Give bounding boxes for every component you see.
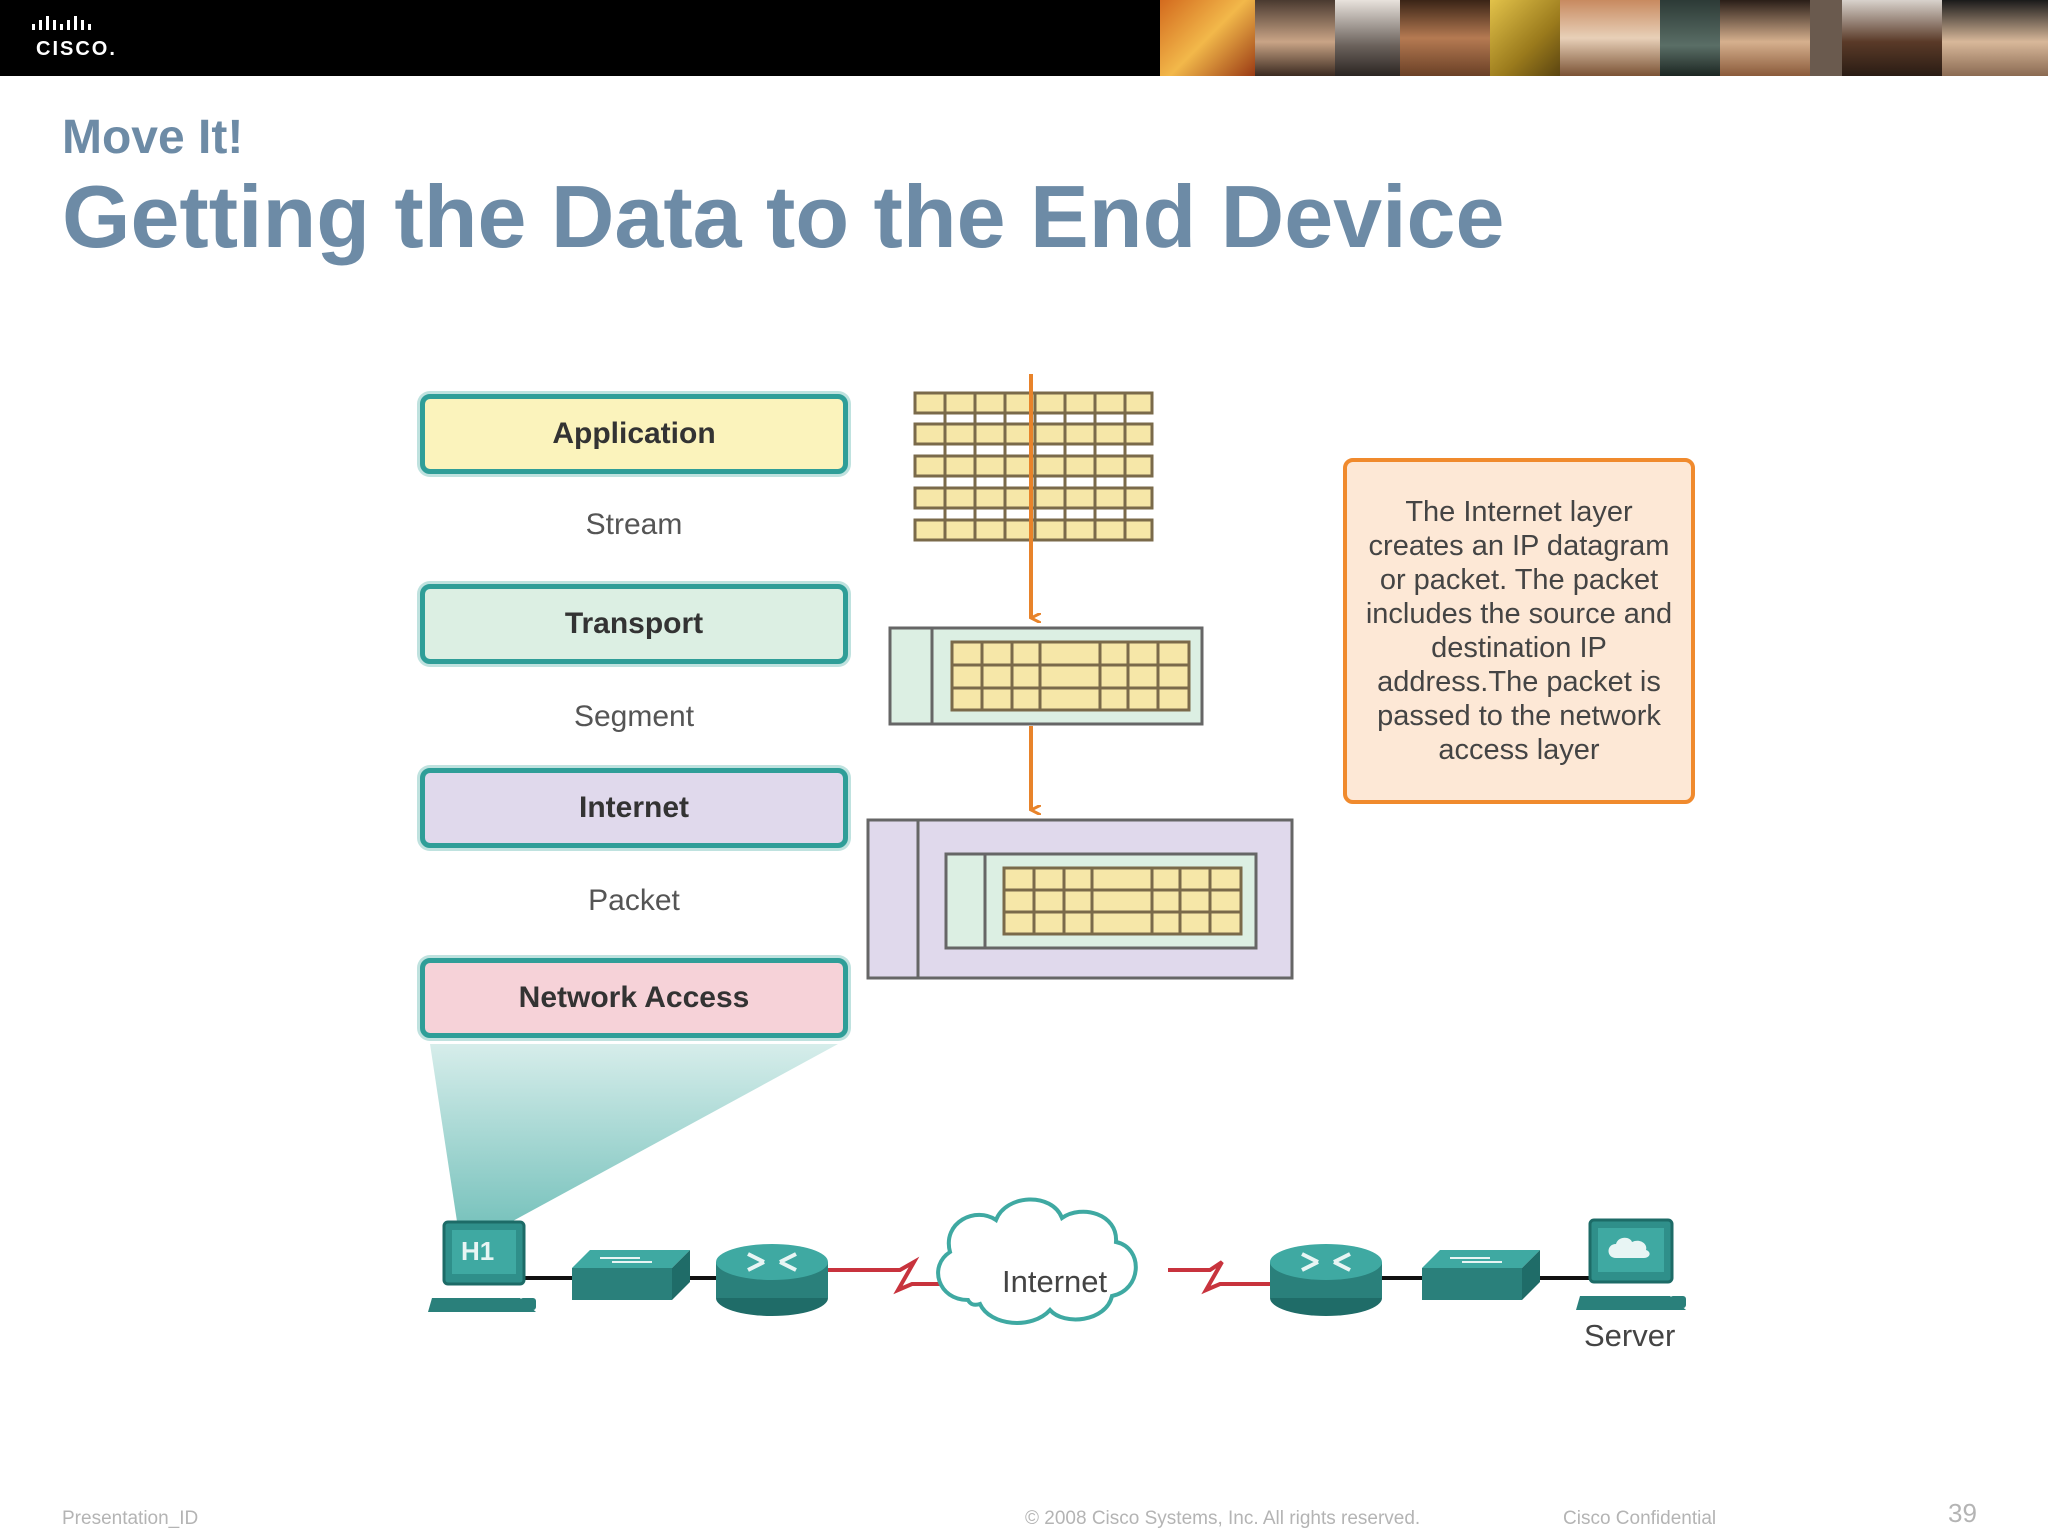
layer-internet: Internet: [420, 768, 848, 848]
callout-text: The Internet layer creates an IP datagra…: [1365, 496, 1673, 766]
page-number: 39: [1948, 1498, 1977, 1528]
photo-tile: [1810, 0, 1842, 76]
wan-link-right: [1168, 1260, 1270, 1295]
cisco-logo: [32, 16, 91, 30]
slide-title: Getting the Data to the End Device: [62, 167, 1505, 266]
switch-left-icon: [572, 1250, 690, 1300]
network-access-beam: [430, 1044, 838, 1228]
photo-tile: [1160, 0, 1255, 76]
photo-tile: [1335, 0, 1400, 76]
pdu-label-segment: Segment: [573, 700, 695, 733]
pdu-label-packet: Packet: [588, 884, 680, 917]
photo-tile: [1560, 0, 1660, 76]
host-h1-label: H1: [461, 1236, 495, 1266]
internet-cloud-icon: [936, 1197, 1138, 1325]
server-label: Server: [1584, 1318, 1676, 1353]
slide-kicker: Move It!: [62, 111, 244, 164]
callout-internet-layer: The Internet layer creates an IP datagra…: [1343, 458, 1695, 804]
packet-block: [866, 818, 1294, 980]
internet-cloud-label: Internet: [1002, 1264, 1108, 1299]
layer-network-access: Network Access: [420, 958, 848, 1038]
segment-block: [888, 626, 1204, 726]
layer-application: Application: [420, 394, 848, 474]
router-right-icon: [1270, 1244, 1382, 1316]
host-h1-icon: [428, 1220, 536, 1312]
pdu-label-stream: Stream: [585, 508, 683, 541]
cisco-wordmark: CISCO.: [36, 38, 117, 60]
header-bar: CISCO.: [0, 0, 2048, 76]
photo-tile: [1942, 0, 2048, 76]
data-stream-dividers: [943, 393, 1127, 540]
footer-confidential: Cisco Confidential: [1563, 1508, 1717, 1529]
footer-copyright: © 2008 Cisco Systems, Inc. All rights re…: [1025, 1508, 1421, 1529]
server-icon: [1576, 1218, 1686, 1310]
photo-tile: [1842, 0, 1942, 76]
photo-tile: [1400, 0, 1490, 76]
router-left-icon: [716, 1244, 828, 1316]
footer-presentation-id: Presentation_ID: [62, 1508, 199, 1529]
switch-right-icon: [1422, 1250, 1540, 1300]
layer-transport: Transport: [420, 584, 848, 664]
photo-tile: [1720, 0, 1810, 76]
photo-tile: [1660, 0, 1720, 76]
photo-tile: [1255, 0, 1335, 76]
header-photo-strip: [1160, 0, 2048, 76]
wan-link-left: [828, 1256, 950, 1295]
photo-tile: [1490, 0, 1560, 76]
